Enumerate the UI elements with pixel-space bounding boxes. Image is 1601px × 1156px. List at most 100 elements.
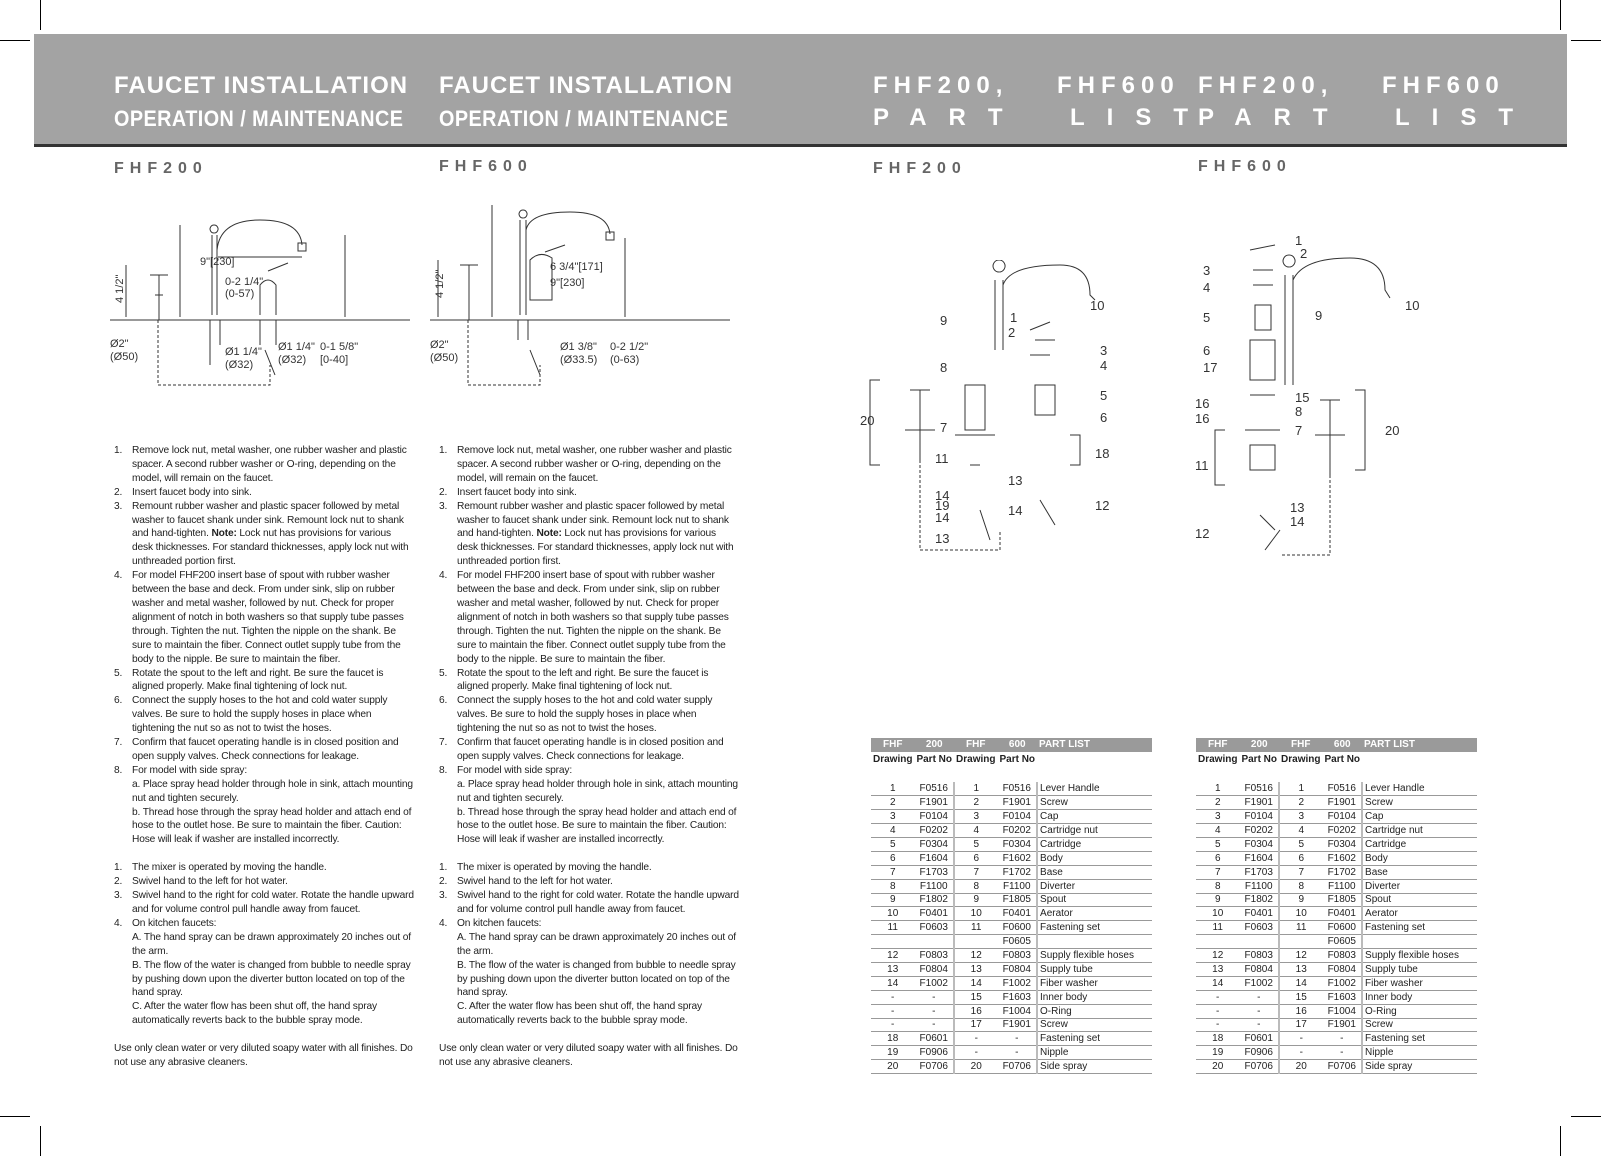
table-cell: 19 (871, 1045, 915, 1061)
table-cell: F1603 (1322, 990, 1363, 1005)
table-cell: Screw (1036, 795, 1153, 811)
table-cell: 8 (871, 879, 915, 894)
svg-text:12: 12 (1195, 526, 1209, 541)
table-cell: - (871, 990, 915, 1005)
table-cell: 5 (953, 837, 998, 852)
svg-text:Ø1 1/4": Ø1 1/4" (278, 341, 315, 353)
crop-mark (40, 1126, 41, 1156)
list-item: 8.For model with side spray: (439, 764, 572, 776)
crop-mark (0, 1116, 30, 1117)
table-cell (1036, 934, 1153, 950)
table-cell: - (1196, 990, 1240, 1005)
mid-title: FAUCET INSTALLATION (439, 72, 734, 99)
table-cell: - (997, 1031, 1038, 1047)
svg-text:13: 13 (1290, 500, 1304, 515)
table-cell: 11 (953, 920, 998, 936)
instruction-text: B. The flow of the water is changed from… (132, 959, 411, 999)
svg-text:2: 2 (1300, 246, 1307, 261)
table-cell: O-Ring (1036, 1004, 1153, 1019)
instruction-text: Rotate the spout to the left and right. … (132, 667, 384, 693)
table-cell: - (914, 1004, 955, 1019)
svg-text:(0-57): (0-57) (225, 288, 254, 300)
svg-text:6: 6 (1100, 410, 1107, 425)
table-cell: 14 (871, 976, 915, 991)
table-cell: - (871, 1018, 915, 1033)
svg-text:16: 16 (1195, 411, 1209, 426)
table-cell: Screw (1361, 1018, 1478, 1033)
instruction-text: On kitchen faucets: (132, 917, 217, 929)
svg-text:(Ø50): (Ø50) (430, 352, 458, 364)
table-cell: 12 (953, 948, 998, 963)
table-cell: F0202 (1322, 823, 1363, 838)
list-item: 5.Rotate the spout to the left and right… (114, 667, 384, 693)
svg-text:9"[230]: 9"[230] (550, 277, 585, 289)
table-cell: Supply flexible hoses (1036, 948, 1153, 963)
table-cell: F1901 (997, 795, 1038, 811)
svg-text:3: 3 (1203, 263, 1210, 278)
instruction-text: For model FHF200 insert base of spout wi… (457, 570, 729, 665)
table-cell: 13 (871, 962, 915, 977)
table-cell: Screw (1361, 795, 1478, 811)
model-label: FHF600 (1198, 158, 1292, 175)
table-cell: 7 (871, 865, 915, 880)
list-item: 3.Swivel hand to the right for cold wate… (114, 890, 414, 915)
svg-text:9: 9 (1315, 308, 1322, 323)
instructions-fhf600: 1.Remove lock nut, metal washer, one rub… (439, 444, 739, 1070)
table-subheader (1362, 752, 1477, 768)
table-cell: F0906 (1239, 1045, 1280, 1061)
table-cell: F0600 (997, 920, 1038, 936)
table-cell: 6 (1278, 851, 1323, 866)
table-cell: 4 (953, 823, 998, 838)
table-cell: 10 (1196, 906, 1240, 922)
table-cell: F0104 (997, 809, 1038, 825)
svg-text:10: 10 (1405, 298, 1419, 313)
svg-text:4: 4 (1203, 280, 1210, 295)
table-cell: F0516 (1322, 781, 1363, 797)
instruction-text: C. After the water flow has been shut of… (132, 1001, 377, 1027)
table-cell: F0906 (914, 1045, 955, 1061)
instruction-text: Rotate the spout to the left and right. … (457, 667, 709, 693)
table-cell: Cartridge (1036, 837, 1153, 852)
table-cell: 8 (953, 879, 998, 894)
table-cell: 11 (1278, 920, 1323, 936)
list-item: B. The flow of the water is changed from… (114, 959, 414, 1001)
instruction-text: Confirm that faucet operating handle is … (457, 737, 724, 762)
table-cell: F0804 (914, 962, 955, 977)
table-cell: F1100 (1322, 879, 1363, 894)
care-note: Use only clean water or very diluted soa… (114, 1043, 413, 1069)
table-header: PART LIST (1037, 738, 1153, 752)
table-cell: Fastening set (1036, 1031, 1153, 1047)
table-cell: 3 (953, 809, 998, 825)
table-cell: F0605 (1322, 934, 1363, 950)
table-cell: F0304 (997, 837, 1038, 852)
svg-text:Ø2": Ø2" (430, 339, 449, 351)
svg-text:14: 14 (1290, 514, 1304, 529)
table-cell: - (997, 1045, 1038, 1061)
exploded-view-fhf200: 9 1 2 3 4 5 6 7 8 10 11 12 13 14 18 20 1… (860, 260, 1109, 551)
svg-text:6: 6 (1203, 343, 1210, 358)
svg-text:13: 13 (935, 531, 949, 546)
table-cell: Nipple (1036, 1045, 1153, 1061)
table-cell: 13 (953, 962, 998, 977)
svg-text:10: 10 (1090, 298, 1104, 313)
table-cell: 6 (953, 851, 998, 866)
table-cell: O-Ring (1361, 1004, 1478, 1019)
svg-text:0-1 5/8": 0-1 5/8" (320, 341, 358, 353)
table-cell (1278, 934, 1323, 950)
instruction-text: Connect the supply hoses to the hot and … (457, 695, 713, 735)
table-cell: Spout (1036, 893, 1153, 908)
table-cell: 18 (1196, 1031, 1240, 1047)
instruction-text: Insert faucet body into sink. (457, 486, 577, 498)
table-cell: F1604 (1239, 851, 1280, 866)
table-cell: F0803 (914, 948, 955, 963)
table-cell: F0401 (997, 906, 1038, 922)
instruction-text: Insert faucet body into sink. (132, 486, 252, 498)
